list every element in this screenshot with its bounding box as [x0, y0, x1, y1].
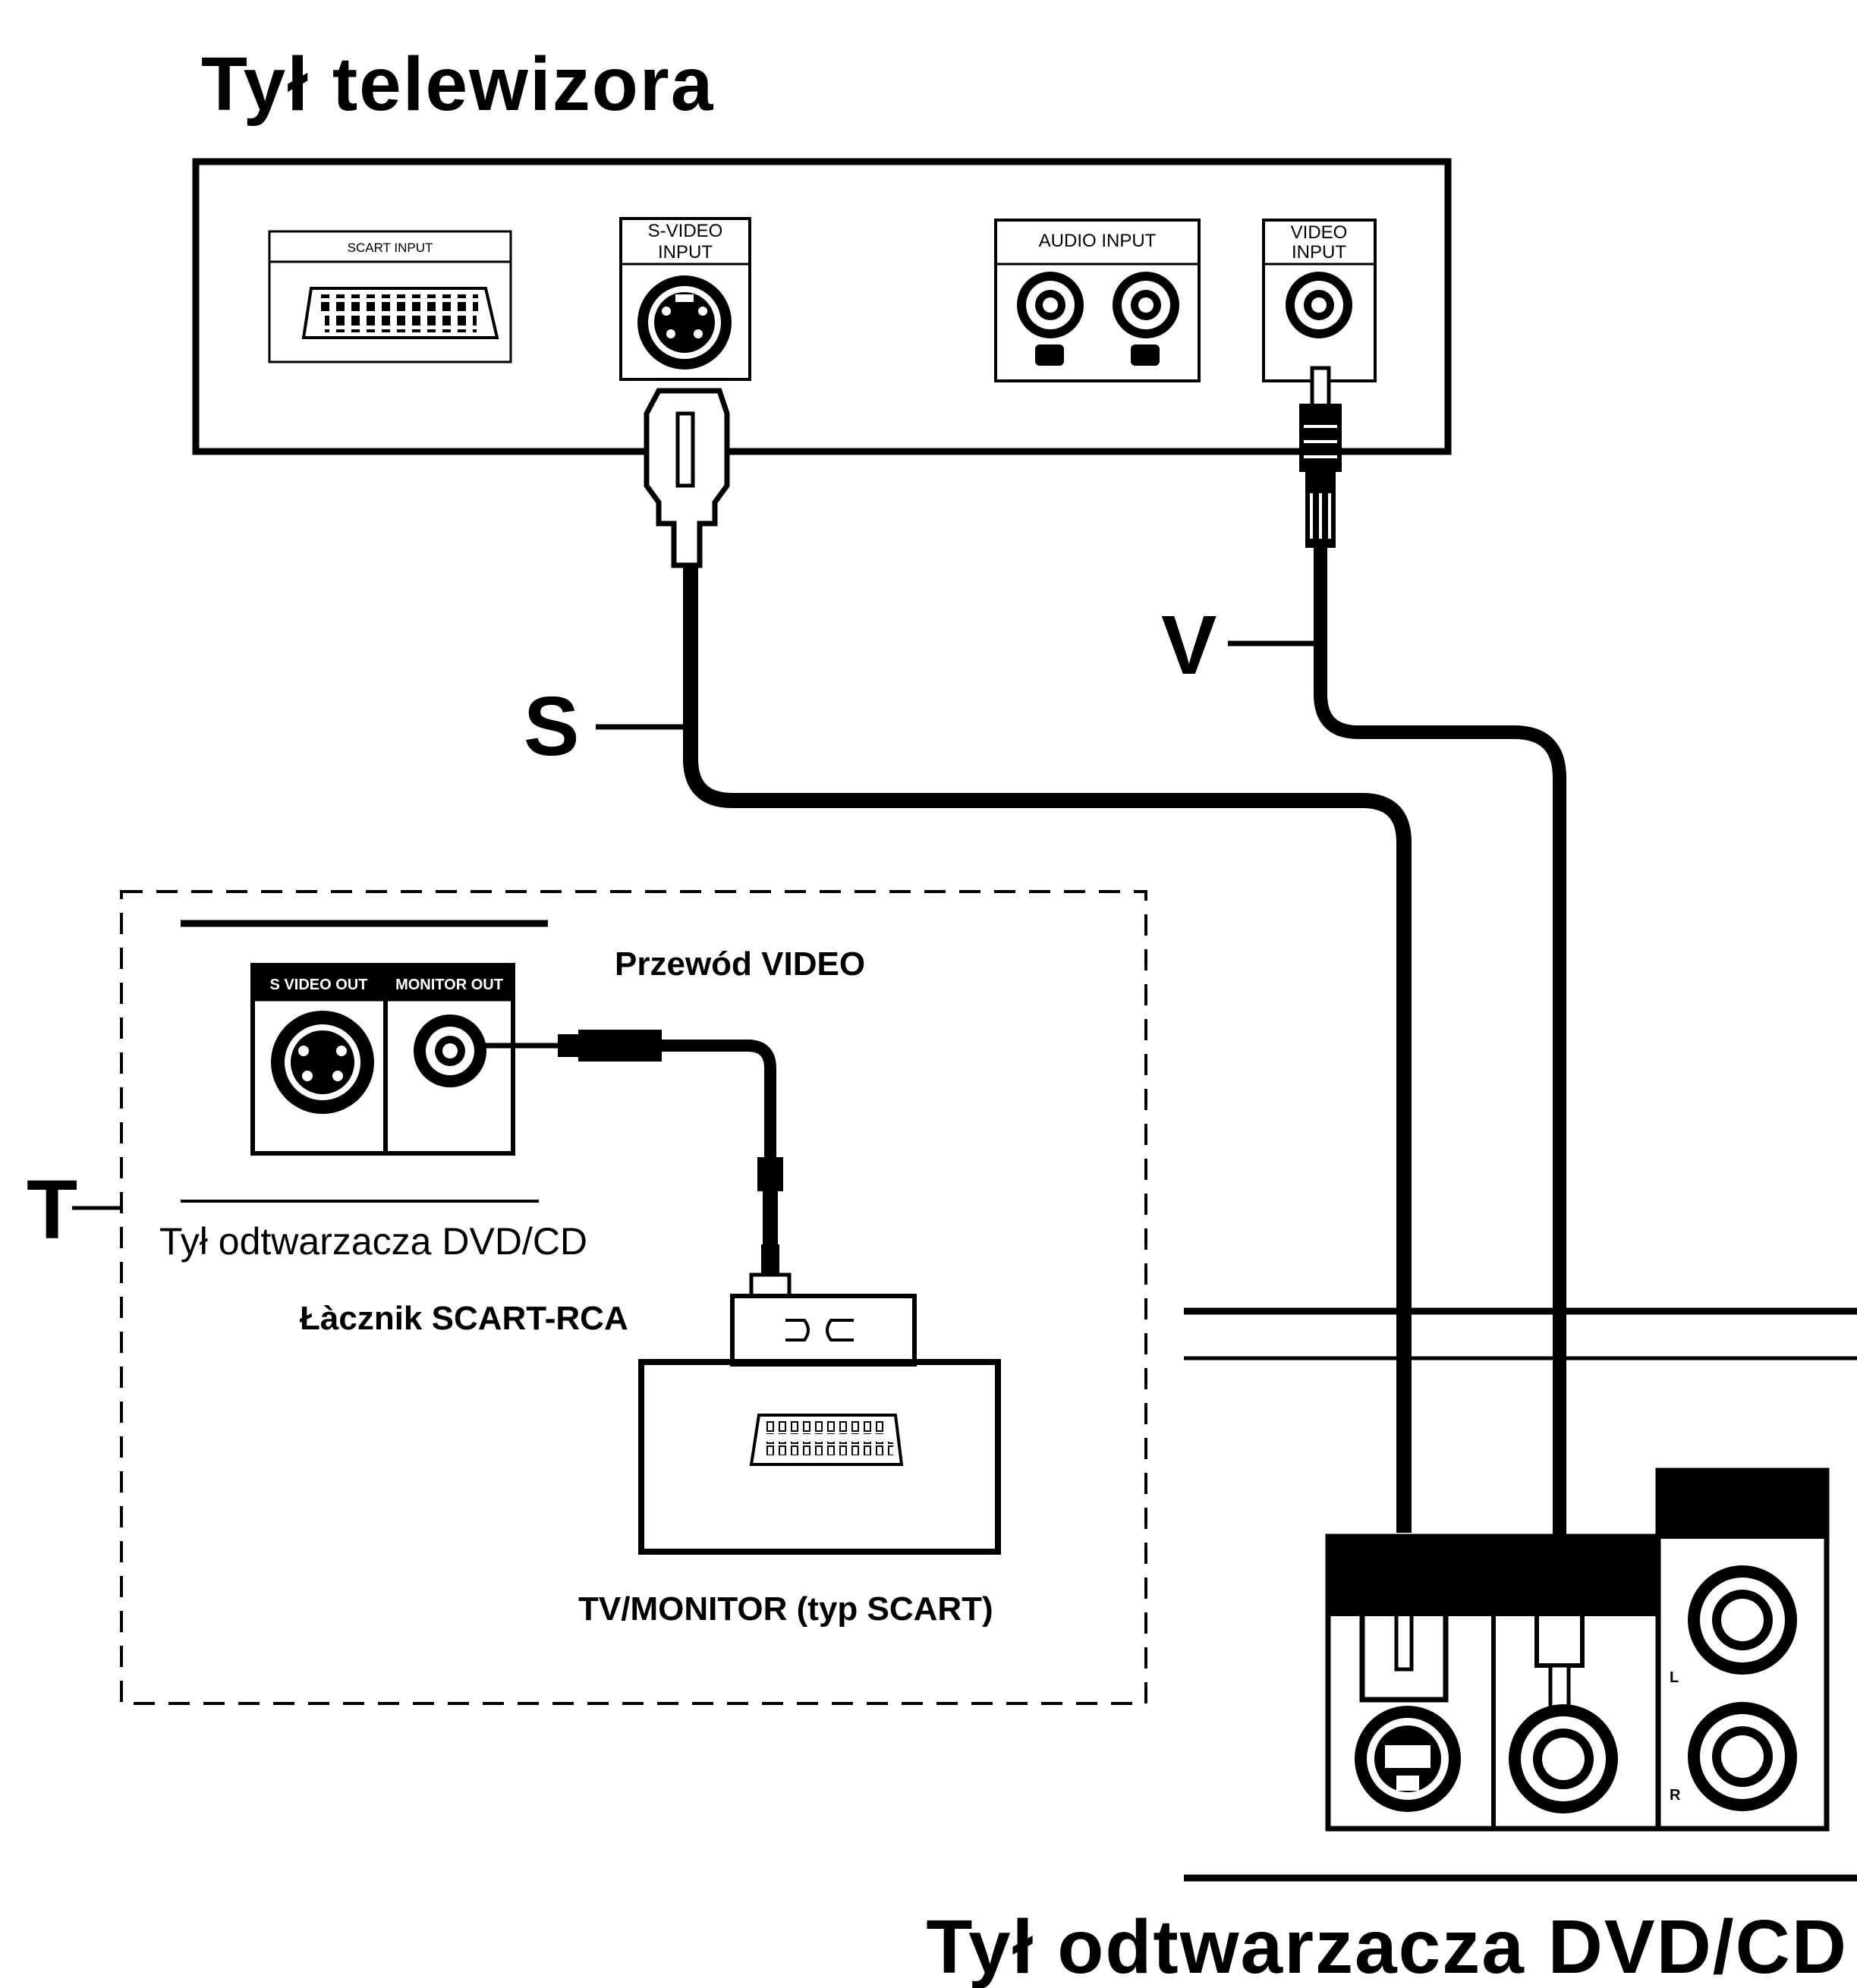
- scart-inset: T S VIDEO OUT MONITOR OUT: [27, 890, 1147, 1705]
- dvd-audio-r-label: R: [1670, 1787, 1681, 1804]
- cable-label-v: V: [1161, 599, 1216, 692]
- tv-video-label-1: VIDEO: [1291, 222, 1348, 243]
- dvd-back-title: Tył odtwarzacza DVD/CD: [926, 1905, 1848, 1988]
- tv-scart-label: SCART INPUT: [348, 241, 433, 255]
- dvd-audio-l-label: L: [1670, 1669, 1679, 1686]
- inset-monitor-out-label: MONITOR OUT: [395, 977, 503, 993]
- inset-cable-label: Przewód VIDEO: [615, 945, 865, 983]
- inset-dvd-ports: S VIDEO OUT MONITOR OUT: [250, 963, 515, 1156]
- inset-tv-label: TV/MONITOR (typ SCART): [578, 1590, 993, 1628]
- cable-label-s: S: [524, 680, 579, 773]
- cable-label-t: T: [27, 1163, 77, 1257]
- inset-adapter-label: Łàcznik SCART-RCA: [300, 1300, 628, 1337]
- tv-scart-input: SCART INPUT: [268, 230, 512, 363]
- scart-rca-adapter: [730, 1272, 917, 1367]
- tv-back-title: Tył telewizora: [201, 42, 714, 127]
- video-cable: V: [1161, 366, 1585, 1713]
- tv-back-panel: [192, 158, 1452, 455]
- tv-svideo-label-1: S-VIDEO: [648, 221, 723, 241]
- tv-svideo-label-2: INPUT: [658, 242, 713, 263]
- inset-svideo-out-label: S VIDEO OUT: [270, 977, 368, 993]
- tv-video-input: VIDEO INPUT: [1262, 219, 1377, 382]
- dvd-back: L R Tył odtwarzacza DVD/CD: [926, 1307, 1857, 1988]
- inset-dvd-label: Tył odtwarzacza DVD/CD: [159, 1220, 587, 1263]
- tv-video-label-2: INPUT: [1292, 242, 1346, 263]
- tv-audio-input: AUDIO INPUT: [994, 219, 1201, 382]
- scart-tv-monitor: [638, 1359, 1001, 1555]
- tv-svideo-input: S-VIDEO INPUT: [619, 217, 751, 381]
- tv-audio-label: AUDIO INPUT: [1039, 231, 1157, 251]
